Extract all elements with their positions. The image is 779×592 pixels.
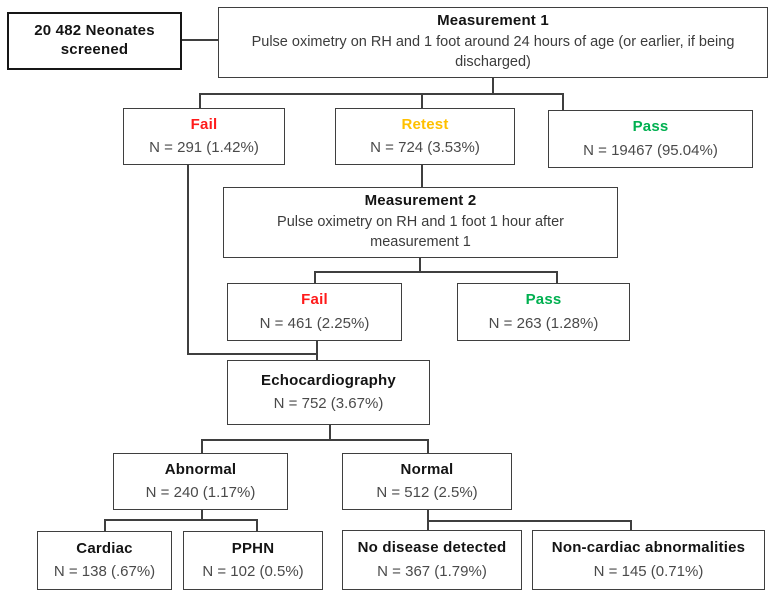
connector-line (316, 341, 318, 360)
box-title: Measurement 2 (364, 192, 477, 210)
connector-line (182, 39, 218, 41)
box-fail-measurement-2: Fail N = 461 (2.25%) (227, 283, 402, 341)
connector-line (492, 78, 494, 95)
box-value: N = 240 (1.17%) (145, 484, 256, 502)
connector-line (187, 353, 318, 355)
box-title: Retest (401, 115, 449, 133)
box-value: N = 461 (2.25%) (259, 314, 370, 332)
box-title: Pass (525, 291, 562, 309)
connector-line (199, 93, 201, 108)
box-title: No disease detected (357, 539, 507, 557)
box-title: Fail (301, 291, 328, 309)
box-neonates-screened: 20 482 Neonates screened (7, 12, 182, 70)
box-title: PPHN (231, 539, 275, 557)
box-value: N = 291 (1.42%) (149, 139, 259, 157)
box-title: Normal (400, 460, 454, 478)
box-title: Echocardiography (261, 371, 396, 389)
connector-line (556, 271, 558, 283)
box-measurement-2: Measurement 2 Pulse oximetry on RH and 1… (223, 187, 618, 258)
connector-line (314, 271, 316, 283)
box-value: N = 263 (1.28%) (488, 314, 599, 332)
box-title: Cardiac (76, 539, 133, 557)
box-description: Pulse oximetry on RH and 1 foot 1 hour a… (277, 214, 564, 251)
connector-line (329, 425, 331, 441)
box-value: N = 138 (.67%) (53, 563, 156, 581)
box-value: N = 145 (0.71%) (593, 562, 704, 580)
connector-line (199, 93, 564, 95)
box-value: N = 512 (2.5%) (376, 484, 478, 502)
connector-line (427, 520, 632, 522)
box-normal: Normal N = 512 (2.5%) (342, 453, 512, 510)
connector-line (104, 519, 106, 531)
box-value: N = 19467 (95.04%) (583, 141, 718, 159)
connector-line (630, 520, 632, 530)
box-pphn: PPHN N = 102 (0.5%) (183, 531, 323, 590)
box-title: Abnormal (164, 460, 237, 478)
connector-line (201, 510, 203, 521)
connector-line (201, 439, 203, 453)
connector-line (201, 439, 429, 441)
box-pass-measurement-2: Pass N = 263 (1.28%) (457, 283, 630, 341)
box-title: Fail (190, 115, 218, 133)
connector-line (256, 519, 258, 531)
box-cardiac: Cardiac N = 138 (.67%) (37, 531, 172, 590)
box-measurement-1: Measurement 1 Pulse oximetry on RH and 1… (218, 7, 768, 78)
box-title: Measurement 1 (437, 12, 549, 30)
box-retest-measurement-1: Retest N = 724 (3.53%) (335, 108, 515, 165)
box-title: 20 482 Neonates screened (34, 22, 155, 58)
box-value: N = 102 (0.5%) (202, 563, 304, 581)
connector-line (421, 93, 423, 108)
box-pass-measurement-1: Pass N = 19467 (95.04%) (548, 110, 753, 168)
box-title: Non-cardiac abnormalities (551, 539, 746, 557)
box-abnormal: Abnormal N = 240 (1.17%) (113, 453, 288, 510)
connector-line (421, 165, 423, 187)
box-title: Pass (632, 118, 669, 136)
box-value: N = 367 (1.79%) (377, 562, 487, 580)
connector-line (314, 271, 558, 273)
connector-line (187, 165, 189, 355)
box-fail-measurement-1: Fail N = 291 (1.42%) (123, 108, 285, 165)
connector-line (562, 93, 564, 110)
connector-line (427, 439, 429, 453)
box-echocardiography: Echocardiography N = 752 (3.67%) (227, 360, 430, 425)
box-non-cardiac-abnormalities: Non-cardiac abnormalities N = 145 (0.71%… (532, 530, 765, 590)
connector-line (104, 519, 258, 521)
box-value: N = 724 (3.53%) (370, 139, 480, 157)
connector-line (419, 258, 421, 273)
box-no-disease-detected: No disease detected N = 367 (1.79%) (342, 530, 522, 590)
box-value: N = 752 (3.67%) (273, 395, 384, 413)
box-description: Pulse oximetry on RH and 1 foot around 2… (251, 34, 735, 71)
